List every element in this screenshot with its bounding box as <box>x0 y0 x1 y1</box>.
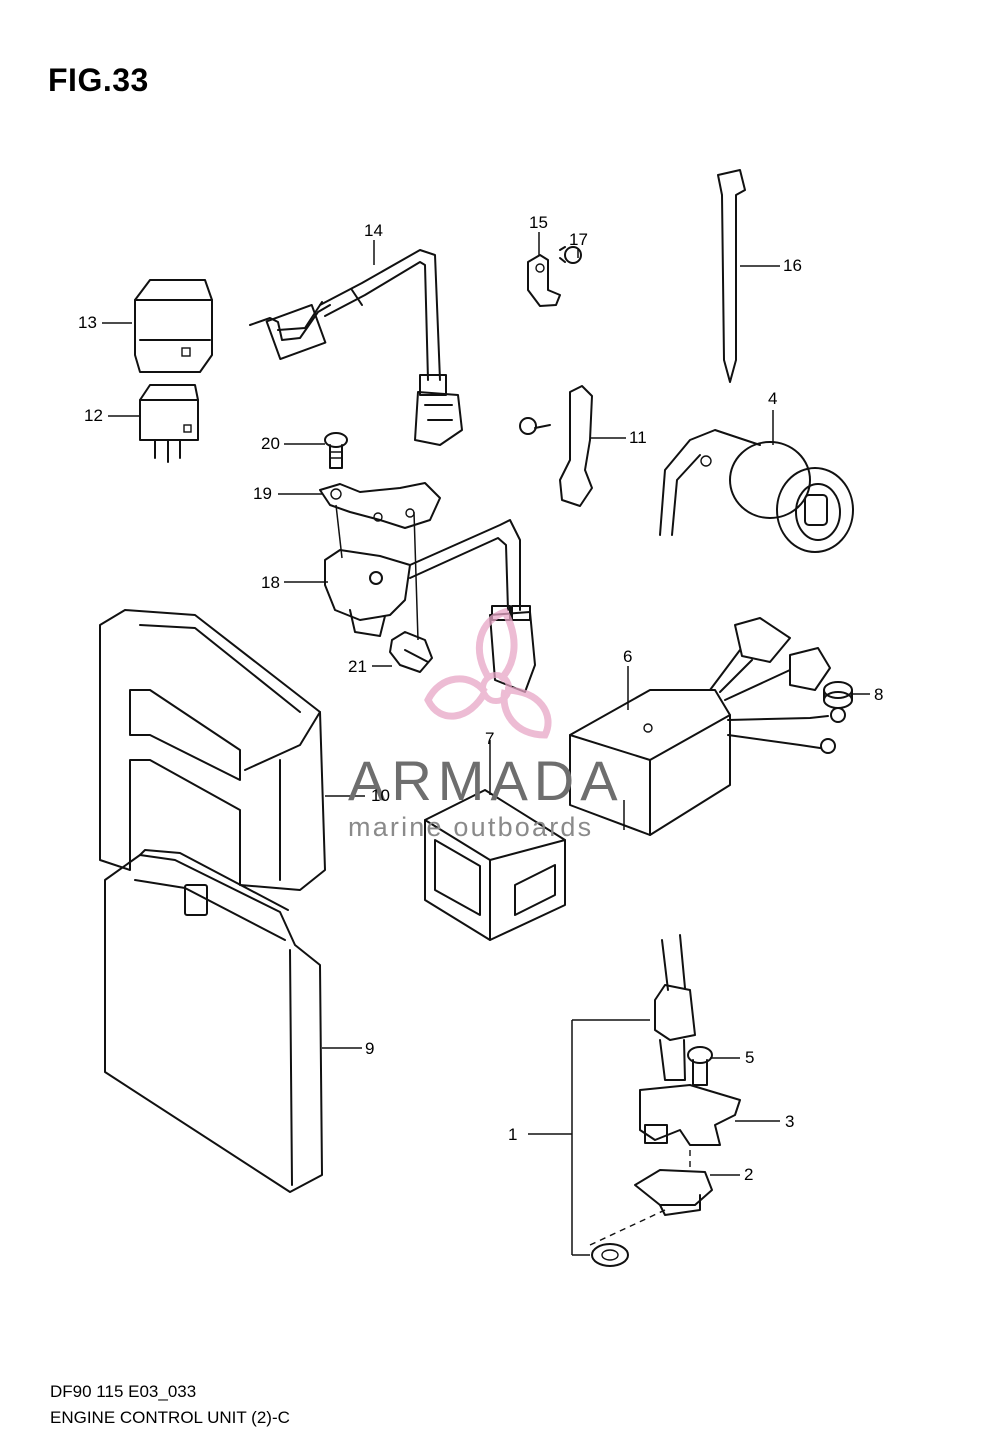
callout-19: 19 <box>253 484 272 503</box>
diagram-caption: ENGINE CONTROL UNIT (2)-C <box>50 1408 290 1427</box>
callout-16: 16 <box>783 256 802 275</box>
callout-21: 21 <box>348 657 367 676</box>
callout-1: 1 <box>508 1125 518 1144</box>
part-8-cap <box>823 681 853 709</box>
part-14-harness <box>249 249 463 446</box>
part-5-bolt <box>687 1046 713 1086</box>
part-9-ecu <box>104 849 323 1193</box>
watermark-brand: ARMADA <box>348 749 624 812</box>
callout-9: 9 <box>365 1039 375 1058</box>
callout-10: 10 <box>371 786 390 805</box>
callout-15: 15 <box>529 213 548 232</box>
part-18-sensor <box>324 519 536 693</box>
part-10-cover <box>99 609 326 891</box>
figure-title: FIG.33 <box>48 62 149 98</box>
diagram-code: DF90 115 E03_033 <box>50 1382 197 1401</box>
part-13-relay <box>134 279 213 373</box>
part-1-sensor <box>591 934 696 1267</box>
part-11-clip <box>519 385 593 507</box>
part-3-bracket <box>639 1084 741 1146</box>
callout-6: 6 <box>623 647 633 666</box>
watermark-logo <box>424 607 552 739</box>
part-12-relay <box>139 384 199 463</box>
callout-17: 17 <box>569 230 588 249</box>
part-21-clip <box>389 631 433 673</box>
callout-20: 20 <box>261 434 280 453</box>
callout-5: 5 <box>745 1048 755 1067</box>
part-15-bracket <box>527 254 561 307</box>
callout-13: 13 <box>78 313 97 332</box>
part-7-cover <box>424 789 566 941</box>
callout-7: 7 <box>485 729 495 748</box>
part-19-plate <box>319 482 441 529</box>
callout-12: 12 <box>84 406 103 425</box>
callout-14: 14 <box>364 221 383 240</box>
part-2-grommet <box>589 1150 713 1246</box>
callout-18: 18 <box>261 573 280 592</box>
leader-lines <box>102 232 870 1256</box>
part-16-cable-tie <box>717 169 746 383</box>
callout-3: 3 <box>785 1112 795 1131</box>
callout-4: 4 <box>768 389 778 408</box>
callout-2: 2 <box>744 1165 754 1184</box>
part-20-screw <box>324 432 348 469</box>
callout-11: 11 <box>629 428 647 447</box>
part-17-screw <box>559 246 582 264</box>
part-4-sensor <box>659 429 854 553</box>
watermark-tagline: marine outboards <box>348 812 594 842</box>
callout-8: 8 <box>874 685 884 704</box>
